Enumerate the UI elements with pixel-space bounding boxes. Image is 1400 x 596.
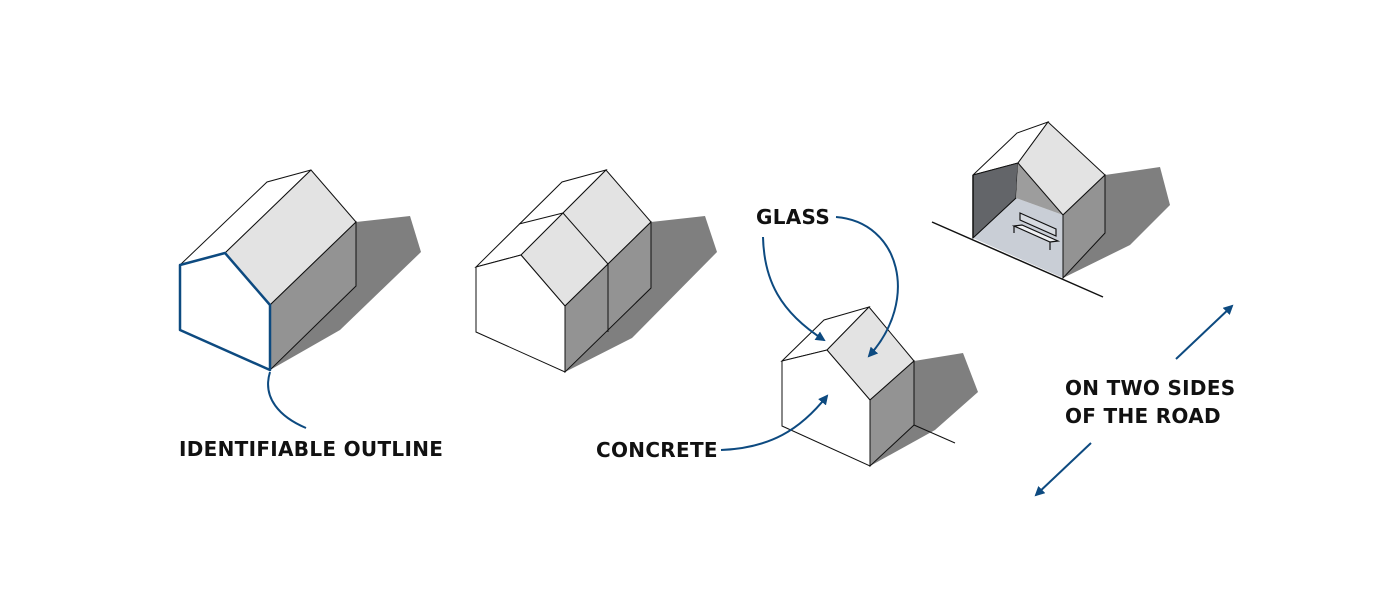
shelter-inner-edge [972,197,1017,239]
house-identifiable-outline [178,169,421,372]
shelter-road-line [931,221,1104,298]
shelter-side-wall [1062,173,1106,280]
glass-arrow-left [762,236,826,342]
house1-front-gable [178,251,272,372]
label-road-line2: OF THE ROAD [1065,404,1221,428]
house2-front-gable [475,254,566,373]
road-arrow-up-right [1175,304,1234,360]
house2-left-roof-divider [518,212,564,225]
glass-arrow-right [835,216,899,358]
road-arrow-down-left [1034,442,1092,497]
shelter-shadow [1063,167,1170,278]
concrete-arrow [720,394,829,451]
shelter-floor [973,198,1063,278]
label-road-line1: ON TWO SIDES [1065,376,1236,400]
label-two-sides-of-road: ON TWO SIDES OF THE ROAD [1065,374,1236,430]
house2-right-roof-divider [562,212,609,265]
label-concrete: CONCRETE [596,438,718,462]
house-materials [780,305,978,468]
house3-concrete-wall [781,349,871,467]
roadside-shelter [931,120,1170,298]
label-glass: GLASS [756,205,831,229]
label-identifiable-outline: IDENTIFIABLE OUTLINE [179,437,444,461]
outline-leader-line [267,371,307,429]
house-split-volume [474,169,717,374]
house3-road-line [913,424,956,444]
bench-icon [1011,212,1061,250]
